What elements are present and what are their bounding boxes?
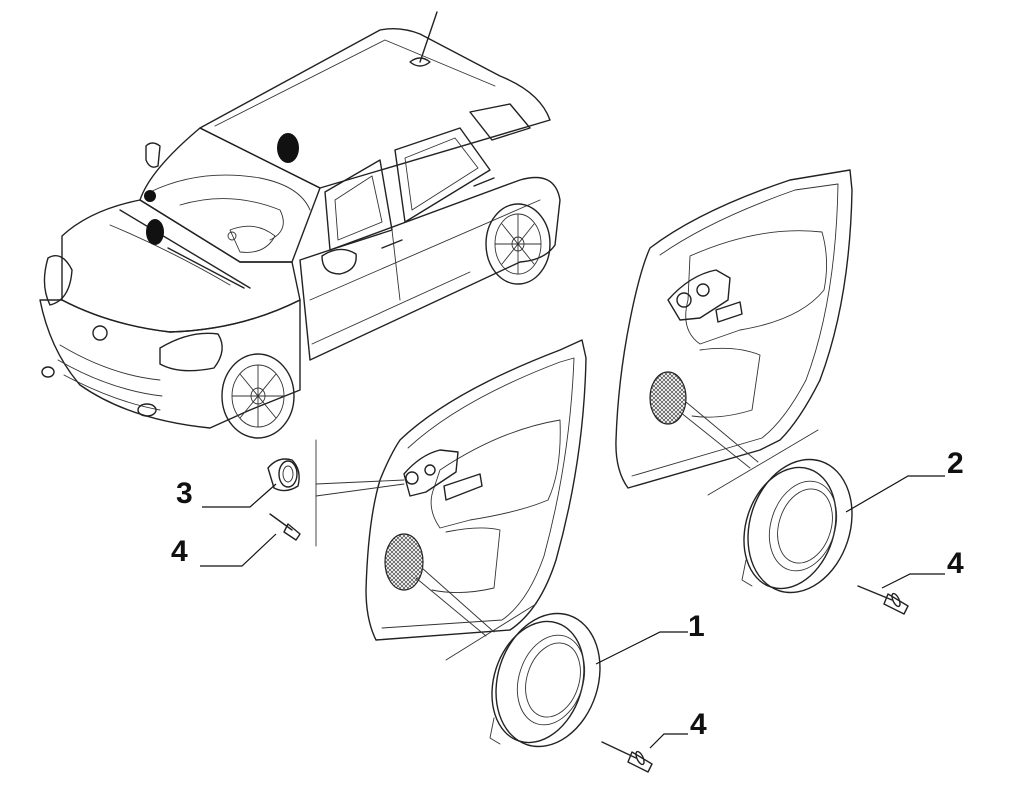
callout-4-label-left: 4: [171, 535, 188, 568]
rivet-right: [857, 585, 909, 615]
callout-1-label: 1: [688, 610, 705, 643]
rivet-bottom: [601, 741, 653, 773]
tweeter: [267, 439, 405, 547]
front-speaker: [489, 612, 601, 748]
front-door-panel: [365, 339, 587, 661]
rear-door-panel: [615, 169, 853, 496]
callout-4-label-bottom: 4: [690, 708, 707, 741]
car-illustration: [39, 11, 561, 439]
callout-3-label: 3: [176, 477, 193, 510]
callout-2-label: 2: [947, 447, 964, 480]
rear-speaker: [741, 458, 853, 594]
callout-leaders: [200, 475, 945, 749]
rivet-left: [269, 513, 301, 541]
callout-4-label-right: 4: [947, 547, 964, 580]
